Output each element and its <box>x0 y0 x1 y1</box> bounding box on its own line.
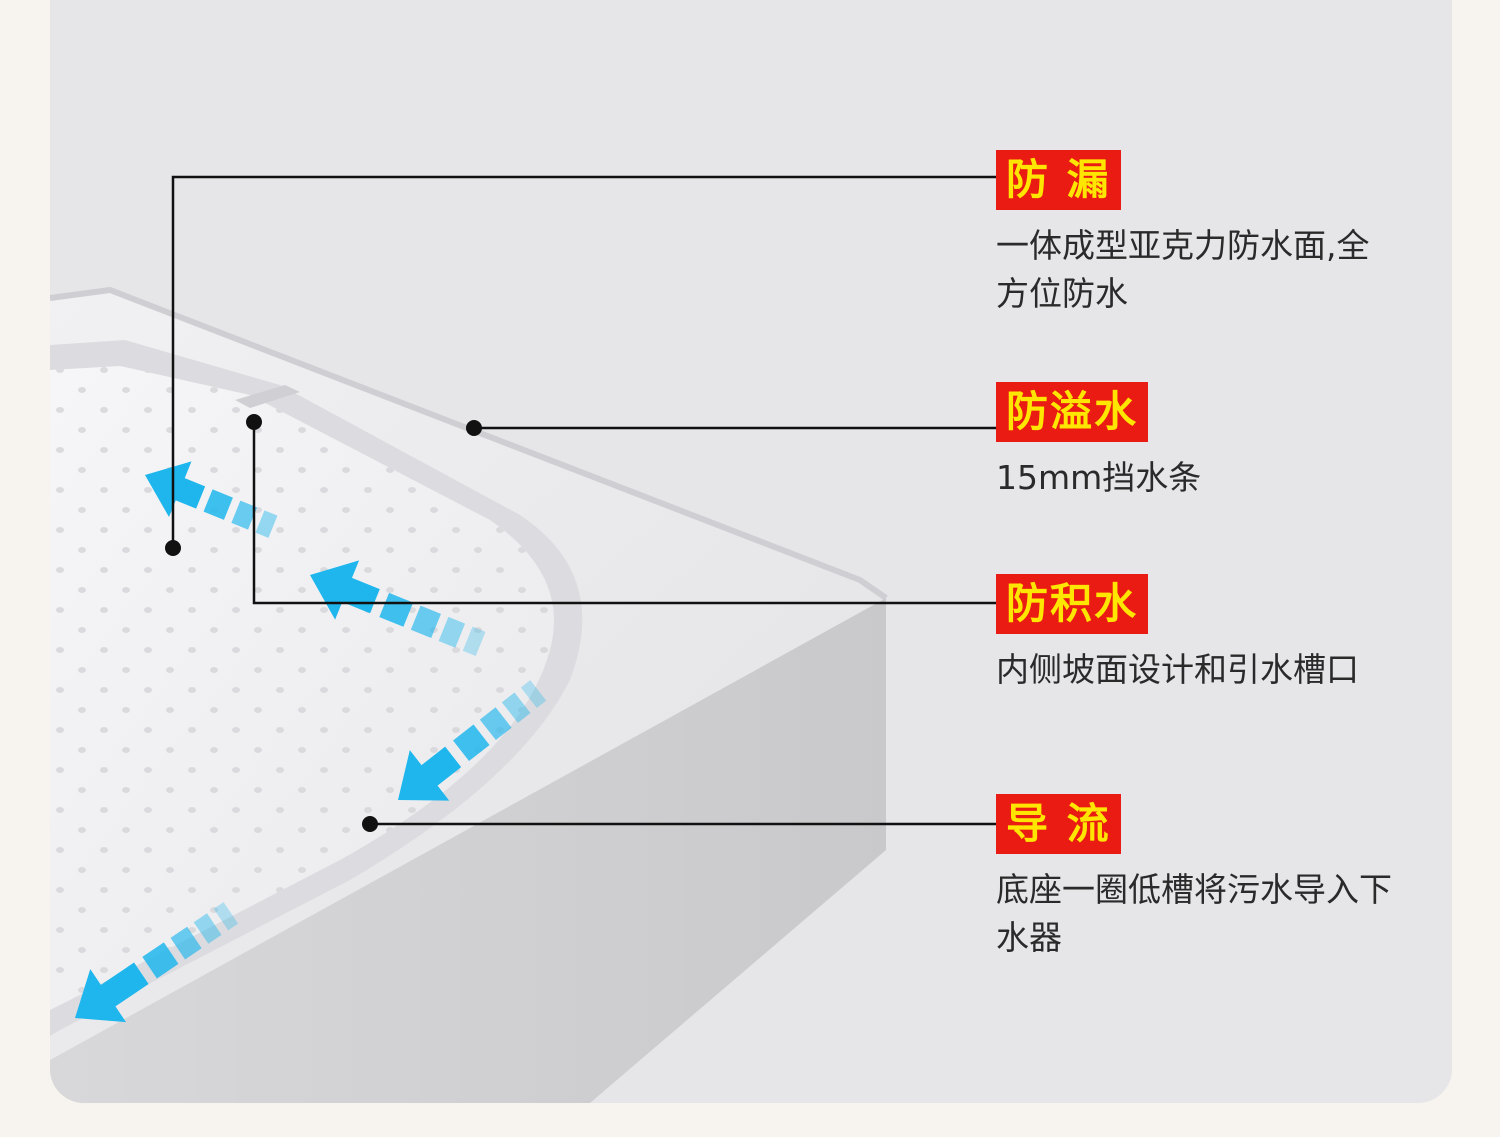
drain-flow-arrow-icon <box>310 560 486 656</box>
feature-title: 防溢水 <box>996 382 1149 442</box>
feature-overflow-guard: 防溢水 15mm挡水条 <box>996 382 1396 502</box>
feature-anti-ponding: 防积水 内侧坡面设计和引水槽口 <box>996 574 1396 694</box>
feature-title: 导 流 <box>996 794 1121 854</box>
feature-leakproof: 防 漏 一体成型亚克力防水面,全方位防水 <box>996 150 1396 318</box>
pointer-dot-icon <box>246 414 262 430</box>
feature-description: 内侧坡面设计和引水槽口 <box>996 650 1359 689</box>
feature-title: 防 漏 <box>996 150 1121 210</box>
pointer-dot-icon <box>362 816 378 832</box>
feature-description: 一体成型亚克力防水面,全方位防水 <box>996 226 1370 313</box>
feature-description: 底座一圈低槽将污水导入下水器 <box>996 870 1392 957</box>
feature-title: 防积水 <box>996 574 1149 634</box>
leader-line-anti-ponding <box>252 422 996 605</box>
drain-flow-arrow-icon <box>145 461 278 538</box>
tray-front-face <box>50 598 886 1103</box>
shower-tray-illustration <box>50 175 996 1103</box>
pointer-dot-icon <box>466 420 482 436</box>
product-panel <box>50 0 1452 1103</box>
pointer-dot-icon <box>165 540 181 556</box>
callout-lines <box>171 175 996 826</box>
feature-drainage: 导 流 底座一圈低槽将污水导入下水器 <box>996 794 1396 962</box>
drain-flow-arrow-icon <box>75 902 239 1023</box>
drain-flow-arrow-icon <box>398 680 547 801</box>
leader-line-leakproof <box>171 175 996 548</box>
feature-description: 15mm挡水条 <box>996 458 1202 497</box>
